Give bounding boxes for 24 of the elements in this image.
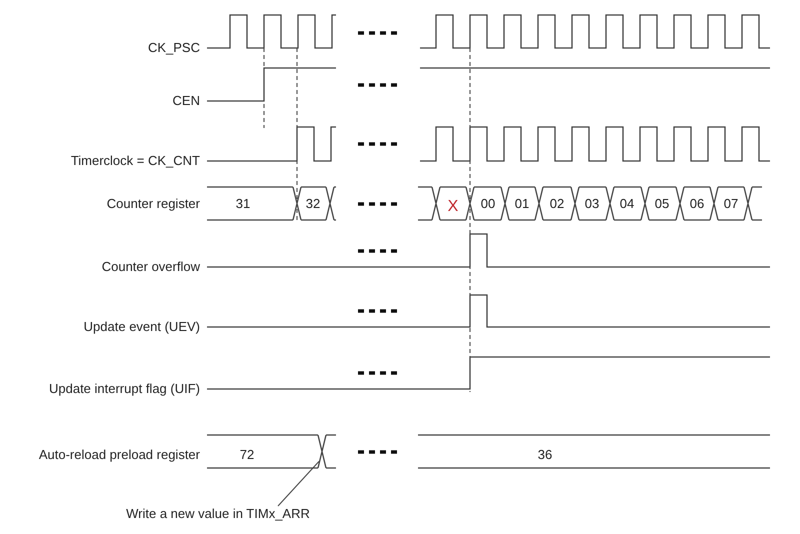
signal-label: Timerclock = CK_CNT	[70, 153, 200, 169]
bus-value: 05	[654, 196, 670, 212]
bus-value: 00	[480, 196, 496, 212]
signal-label: CEN	[172, 93, 200, 109]
leader-line	[278, 460, 320, 506]
bus-value: 32	[306, 196, 320, 212]
bus-value: 04	[620, 196, 634, 212]
bus-value: 03	[584, 196, 600, 212]
signal-label: CK_PSC	[148, 40, 200, 56]
signal-label: Counter register	[106, 196, 200, 212]
signal-label: Auto-reload preload register	[38, 447, 200, 463]
annotation-text: Write a new value in TIMx_ARR	[126, 506, 310, 522]
signal-label: Update interrupt flag (UIF)	[48, 381, 200, 397]
bus-value: 72	[240, 447, 254, 463]
bus-value: 02	[550, 196, 564, 212]
bus-transition	[317, 434, 327, 469]
bus-value: 01	[514, 196, 530, 212]
signal-label: Counter overflow	[102, 259, 200, 275]
bus-value: 07	[724, 196, 738, 212]
signal-label: Update event (UEV)	[84, 319, 200, 335]
bus-value: 31	[236, 196, 250, 212]
bus-value: 36	[538, 447, 552, 463]
bus-value: 06	[690, 196, 704, 212]
bus-value: X	[448, 199, 458, 215]
